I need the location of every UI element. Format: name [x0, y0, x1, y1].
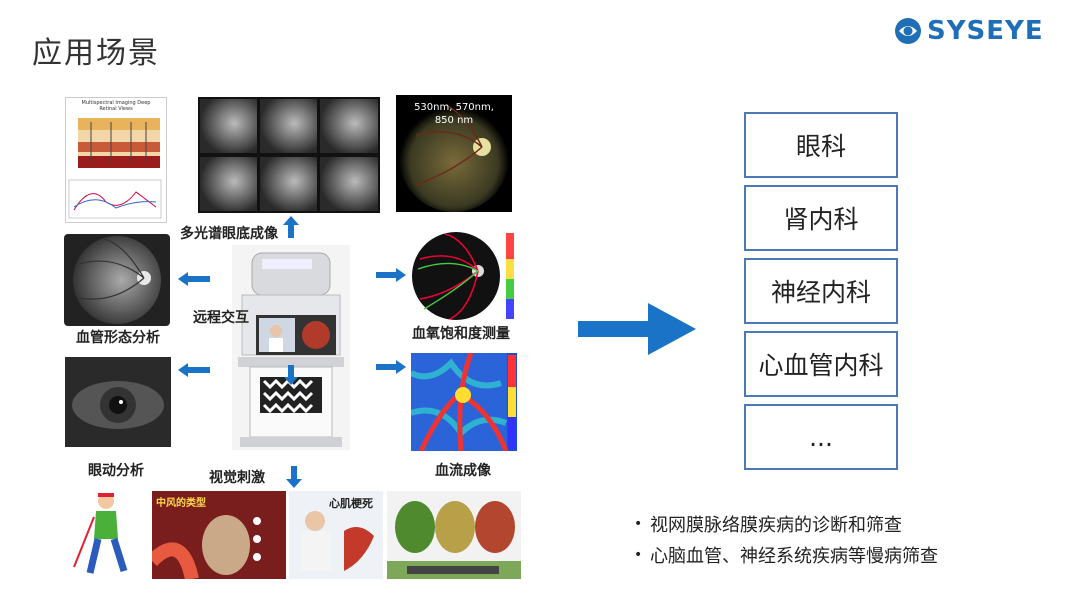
vessel-morphology-image: [64, 234, 170, 326]
logo-text: SYSEYE: [927, 16, 1044, 46]
department-more: ...: [744, 404, 898, 470]
eye-logo-icon: [895, 18, 921, 44]
eye-movement-label: 眼动分析: [88, 463, 144, 479]
oxygen-saturation-image: [410, 229, 516, 323]
visual-stimulus-label: 视觉刺激: [209, 470, 265, 486]
color-fundus-image: 530nm, 570nm, 850 nm: [396, 95, 512, 212]
bullet-text: 心脑血管、神经系统疾病等慢病筛查: [650, 545, 938, 567]
department-ophthalmology: 眼科: [744, 112, 898, 178]
bullet-text: 视网膜脉络膜疾病的诊断和筛查: [650, 514, 902, 536]
vessel-morphology-label: 血管形态分析: [76, 330, 160, 346]
syseye-logo: SYSEYE: [893, 16, 1044, 46]
multispectral-label: 多光谱眼底成像: [180, 226, 278, 242]
big-arrow-right-icon: [578, 303, 696, 355]
blood-flow-image: [411, 353, 517, 451]
oxygen-saturation-label: 血氧饱和度测量: [412, 326, 510, 342]
arrow-right-icon: [376, 268, 406, 282]
department-cardiology: 心血管内科: [744, 331, 898, 397]
stroke-types-image: 中风的类型: [152, 491, 286, 579]
mi-image-title: 心肌梗死: [329, 497, 373, 510]
imaging-device-image: [232, 245, 350, 450]
arrow-left-icon: [178, 363, 210, 377]
myocardial-infarction-image: 心肌梗死: [289, 491, 383, 579]
bullet-dot-icon: •: [634, 546, 643, 563]
arrow-left-icon: [178, 272, 210, 286]
multispectral-chart-image: Multispectral Imaging Deep Retinal Views: [65, 97, 167, 223]
blind-person-image: [66, 487, 146, 577]
wavelength-text: 530nm, 570nm, 850 nm: [414, 102, 494, 126]
page-title: 应用场景: [32, 36, 160, 71]
bullet-list: • 视网膜脉络膜疾病的诊断和筛查 • 心脑血管、神经系统疾病等慢病筛查: [634, 508, 938, 570]
arrow-right-icon: [376, 360, 406, 374]
department-neurology: 神经内科: [744, 258, 898, 324]
eye-movement-image: [65, 357, 171, 447]
bullet-item: • 视网膜脉络膜疾病的诊断和筛查: [634, 508, 938, 539]
chart-title: Multispectral Imaging Deep Retinal Views: [81, 100, 151, 112]
bullet-dot-icon: •: [634, 515, 643, 532]
stroke-image-title: 中风的类型: [156, 498, 206, 509]
arrow-up-icon: [283, 216, 299, 238]
bullet-item: • 心脑血管、神经系统疾病等慢病筛查: [634, 539, 938, 570]
multispectral-fundus-grid: [198, 97, 380, 213]
brain-trees-image: [387, 491, 521, 579]
blood-flow-label: 血流成像: [435, 463, 491, 479]
department-nephrology: 肾内科: [744, 185, 898, 251]
arrow-down-icon: [284, 365, 298, 385]
remote-interaction-label: 远程交互: [193, 310, 249, 326]
arrow-down-icon: [286, 466, 302, 488]
